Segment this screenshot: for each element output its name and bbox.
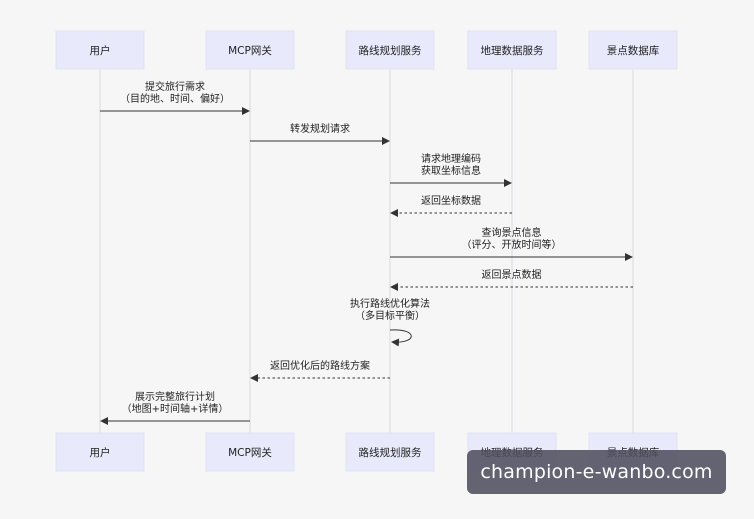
message-label: 展示完整旅行计划	[135, 390, 215, 403]
participant-box	[55, 30, 145, 70]
message-label: 返回优化后的路线方案	[270, 359, 370, 372]
participant-user-top: 用户	[55, 30, 145, 70]
message-label: 执行路线优化算法	[350, 297, 430, 310]
message-7: 执行路线优化算法（多目标平衡）	[350, 297, 430, 347]
participant-box	[55, 432, 145, 472]
message-label: （多目标平衡）	[355, 309, 425, 322]
self-call-arrow	[389, 329, 412, 347]
participant-user-bottom: 用户	[55, 432, 145, 472]
message-1: 提交旅行需求（目的地、时间、偏好）	[100, 80, 250, 115]
participant-route-bottom: 路线规划服务	[345, 432, 435, 472]
participant-label: 地理数据服务	[481, 44, 544, 57]
participant-label: 用户	[90, 44, 111, 57]
participant-label: 路线规划服务	[359, 44, 422, 57]
participant-label: 路线规划服务	[359, 446, 422, 459]
participant-box	[467, 30, 557, 70]
message-label: 返回景点数据	[482, 268, 542, 281]
message-label: 查询景点信息	[482, 226, 542, 239]
watermark-text: champion-e-wanbo.com	[480, 461, 713, 483]
message-label: （目的地、时间、偏好）	[120, 92, 230, 105]
message-label: 获取坐标信息	[421, 164, 481, 177]
participant-box	[588, 30, 678, 70]
message-label: 转发规划请求	[290, 122, 350, 135]
message-2: 转发规划请求	[250, 122, 390, 145]
participant-box	[205, 30, 295, 70]
message-8: 返回优化后的路线方案	[250, 359, 390, 382]
message-6: 返回景点数据	[390, 268, 633, 291]
participant-route-top: 路线规划服务	[345, 30, 435, 70]
message-label: 返回坐标数据	[421, 194, 481, 207]
participant-label: 景点数据库	[607, 44, 660, 57]
participant-gateway-bottom: MCP网关	[205, 432, 295, 472]
message-label: 提交旅行需求	[145, 80, 205, 93]
participant-label: MCP网关	[228, 446, 272, 459]
participant-gateway-top: MCP网关	[205, 30, 295, 70]
message-label: （地图+时间轴+详情）	[122, 402, 229, 415]
participant-box	[345, 30, 435, 70]
watermark-banner: champion-e-wanbo.com	[467, 450, 726, 494]
participant-geo-top: 地理数据服务	[467, 30, 557, 70]
message-label: 请求地理编码	[421, 152, 481, 165]
message-4: 返回坐标数据	[390, 194, 512, 217]
participant-poi-top: 景点数据库	[588, 30, 678, 70]
participant-box	[345, 432, 435, 472]
message-5: 查询景点信息（评分、开放时间等）	[390, 226, 633, 261]
participant-label: MCP网关	[228, 44, 272, 57]
participant-box	[205, 432, 295, 472]
message-9: 展示完整旅行计划（地图+时间轴+详情）	[100, 390, 250, 425]
message-label: （评分、开放时间等）	[462, 238, 562, 251]
participant-label: 用户	[90, 446, 111, 459]
